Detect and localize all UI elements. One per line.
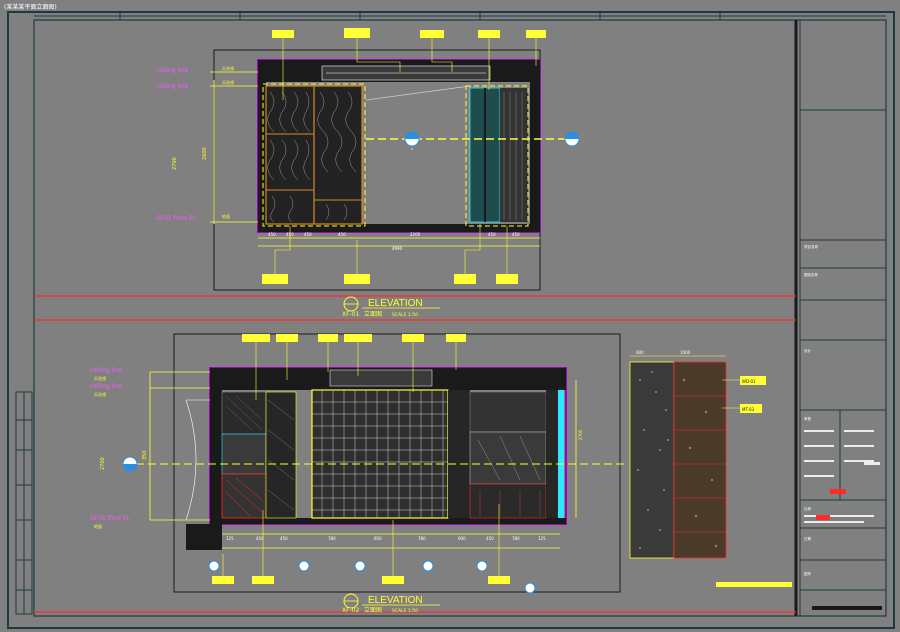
binding-strip — [15, 391, 33, 615]
dim-5: 2200 — [410, 232, 421, 237]
elevation-bottom: ceiling line ceiling line 天花线 天花线 GF01 f… — [90, 333, 792, 614]
section-marker-icon — [564, 131, 580, 147]
ceiling-label-top-2: ceiling line — [156, 83, 189, 90]
cabinet-left — [221, 391, 267, 519]
width-dims-bottom: 125 450 450 780 650 780 600 450 780 125 — [222, 533, 560, 549]
level-labels-bottom: ceiling line ceiling line 天花线 天花线 GF01 f… — [90, 367, 583, 529]
detail-tag-text-2: MT-03 — [742, 407, 755, 412]
detail-dim-1: 600 — [636, 350, 644, 355]
material-tags-top — [262, 28, 546, 284]
dim-b4: 780 — [328, 536, 336, 541]
tall-panel-right — [465, 85, 529, 227]
total-width-top: 4990 — [392, 246, 403, 251]
title-stamp-red — [830, 489, 846, 494]
detail-stone-panel — [629, 361, 675, 559]
elevation-title-text-bottom: ELEVATION — [368, 595, 423, 606]
width-dims-top: 450 450 450 450 2200 450 450 4990 — [258, 232, 540, 251]
level-labels-top: ceiling line ceiling line 天花线 天花线 GF01 f… — [156, 65, 258, 224]
dim-b1: 125 — [226, 536, 234, 541]
dim-b3: 450 — [280, 536, 288, 541]
dim-b6: 780 — [418, 536, 426, 541]
scale-bar — [716, 582, 792, 587]
glass-door-right — [448, 390, 564, 519]
right-dim-bottom: 2700 — [578, 429, 583, 440]
dim-7: 450 — [512, 232, 520, 237]
callout-markers-bottom — [208, 560, 536, 594]
elevation-marker-icon — [122, 456, 138, 472]
detail-tag-1 — [740, 376, 766, 385]
ceiling-label-top: ceiling line — [156, 67, 189, 74]
height-dim-bottom-2: 350 — [142, 450, 148, 460]
floor-label-bottom: GF01 floor FL — [90, 515, 131, 522]
detail-dim-2: 1000 — [680, 350, 691, 355]
section-marker-icon: A — [404, 131, 420, 151]
elevation-scale-bottom: SCALE 1:50 — [392, 608, 418, 614]
elevation-name-top: 立面图 — [364, 310, 382, 318]
side-detail: 600 1000 WD-01 MT-03 — [629, 350, 766, 559]
title-row-3: 设计 — [804, 348, 812, 353]
outer-frame — [7, 11, 895, 629]
viewport-frame-bottom — [173, 333, 621, 593]
elevation-title-text-top: ELEVATION — [368, 298, 423, 309]
elevation-code-top: XF-01 — [342, 311, 360, 318]
ceiling-cn-bottom-2: 天花线 — [94, 391, 106, 397]
top-ruler — [34, 12, 886, 20]
overall-dim-top: 2600 — [202, 147, 208, 160]
inner-frame — [33, 19, 887, 617]
dim-b8: 450 — [486, 536, 494, 541]
dim-6: 450 — [488, 232, 496, 237]
elevation-code-bottom: XF-02 — [342, 607, 360, 614]
title-row-2: 图纸名称 — [804, 272, 818, 277]
dim-b9: 780 — [512, 536, 520, 541]
column-hatch — [265, 391, 297, 519]
stone-speckle — [637, 371, 669, 549]
floor-label-top: GF01 floor FL — [156, 215, 197, 222]
elevation-title-bottom: ELEVATION XF-02 立面图 SCALE 1:50 — [342, 593, 440, 614]
title-stamp-red-2 — [816, 515, 830, 520]
ceiling-cn-bottom: 天花线 — [94, 375, 106, 381]
title-row-6: 日期 — [804, 536, 812, 541]
detail-red-panel — [673, 361, 727, 559]
door-swing-icon — [185, 399, 210, 521]
detail-tag-text-1: WD-01 — [742, 379, 756, 384]
tile-feature-wall — [311, 389, 449, 519]
height-dim-bottom: 2700 — [100, 457, 106, 470]
elevation-top: A ceiling line ceiling line 天花线 天花线 GF01… — [156, 28, 580, 318]
svg-text:A: A — [411, 147, 414, 151]
dim-b5: 650 — [374, 536, 382, 541]
material-tags-bottom — [212, 334, 510, 584]
floor-cn-top: 地面 — [222, 213, 230, 219]
height-dim-top: 2700 — [172, 157, 178, 170]
detail-tag-2 — [740, 404, 762, 413]
ceiling-cn-top-2: 天花线 — [222, 79, 234, 85]
title-row-1: 项目名称 — [804, 244, 818, 249]
title-row-4: 审核 — [804, 416, 812, 421]
wardrobe-left — [262, 83, 366, 227]
title-row-5: 比例 — [804, 506, 812, 511]
title-block: 项目名称 图纸名称 设计 审核 比例 日期 图号 — [794, 20, 886, 616]
ceiling-cn-top: 天花线 — [222, 65, 234, 71]
ceiling-label-bottom-2: ceiling line — [90, 383, 123, 390]
elevation-scale-top: SCALE 1:50 — [392, 312, 418, 318]
file-tag: (某某某平面立面图) — [4, 3, 57, 11]
dim-b2: 450 — [256, 536, 264, 541]
glass-strip — [558, 390, 564, 518]
floor-cn-bottom: 地面 — [94, 523, 102, 529]
dim-3: 450 — [304, 232, 312, 237]
title-footer-bar — [812, 606, 882, 610]
ceiling-label-bottom: ceiling line — [90, 367, 123, 374]
title-row-7: 图号 — [804, 571, 812, 576]
dim-b10: 125 — [538, 536, 546, 541]
dim-4: 450 — [338, 232, 346, 237]
elevation-name-bottom: 立面图 — [364, 606, 382, 614]
dim-b7: 600 — [458, 536, 466, 541]
elevation-title-top: ELEVATION XF-01 立面图 SCALE 1:50 — [342, 296, 440, 318]
dim-1: 450 — [268, 232, 276, 237]
